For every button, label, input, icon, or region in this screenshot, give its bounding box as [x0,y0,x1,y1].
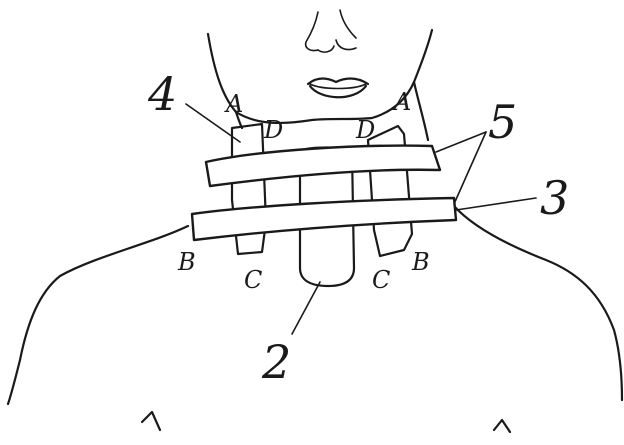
label-4: 4 [147,67,177,121]
label-c-left: C [244,266,262,294]
label-2: 2 [261,335,291,389]
nose [306,10,356,52]
label-a-right: A [392,88,411,116]
label-b-left: B [177,248,196,276]
label-3: 3 [540,171,569,225]
label-b-right: B [411,248,430,276]
neck-outline [208,30,432,140]
label-d-left: D [263,116,283,144]
shoulders [8,206,622,432]
label-5: 5 [488,95,517,149]
upper-strap [206,146,440,186]
label-d-right: D [355,116,375,144]
label-a-left: A [224,90,243,118]
mouth [308,79,368,98]
label-c-right: C [372,266,390,294]
